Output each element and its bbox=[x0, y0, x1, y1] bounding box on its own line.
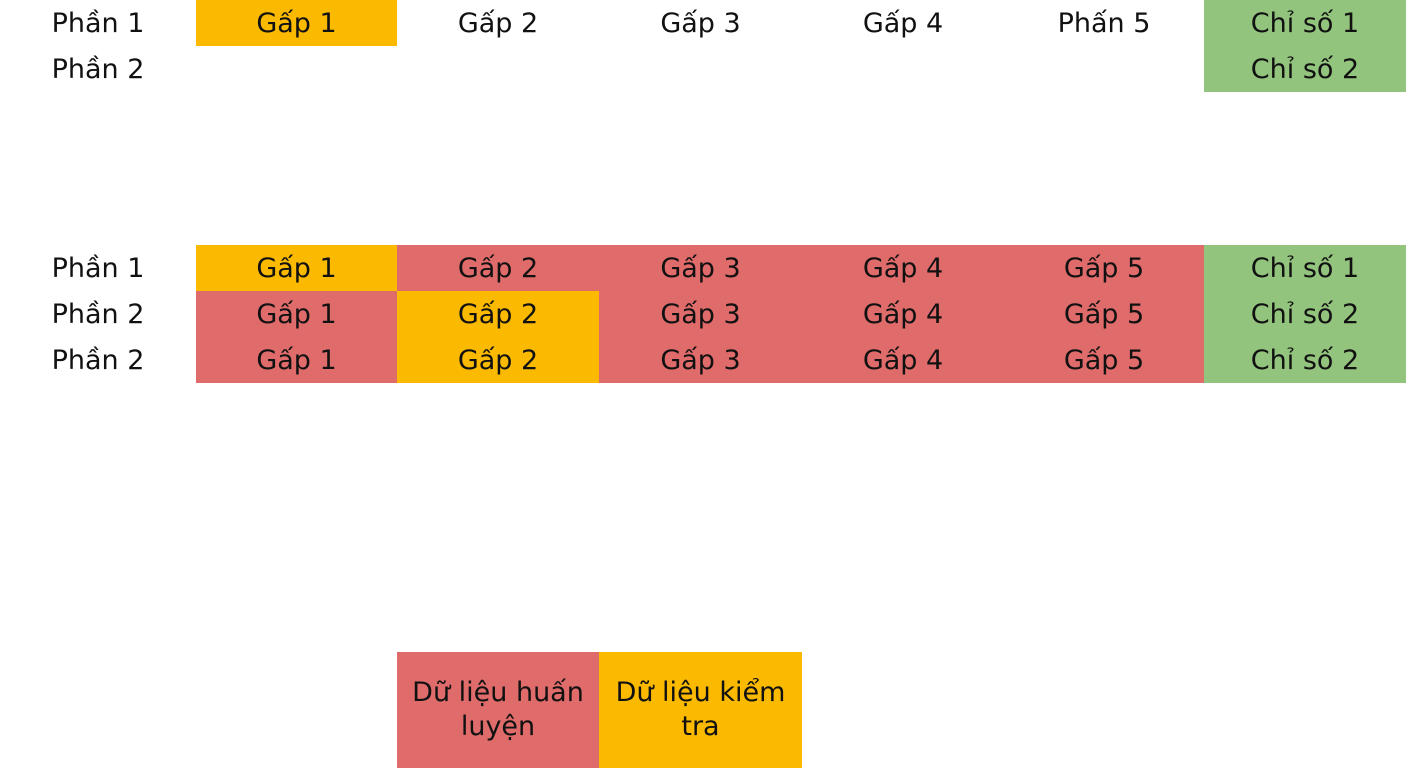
bottom-fold-cell: Gấp 2 bbox=[397, 245, 599, 291]
top-fold-cell: Gấp 3 bbox=[599, 0, 802, 46]
bottom-fold-cell: Gấp 5 bbox=[1004, 245, 1204, 291]
bottom-fold-cell: Chỉ số 2 bbox=[1204, 291, 1406, 337]
top-fold-cell bbox=[1004, 46, 1204, 92]
bottom-row-label: Phần 2 bbox=[51, 298, 145, 330]
top-fold-cell: Phấn 5 bbox=[1004, 0, 1204, 46]
top-fold-cell: Chỉ số 1 bbox=[1204, 0, 1406, 46]
bottom-fold-cell: Gấp 5 bbox=[1004, 337, 1204, 383]
top-row-label: Phần 1 bbox=[51, 7, 145, 39]
legend-test-data: Dữ liệu kiểm tra bbox=[599, 652, 802, 768]
bottom-fold-cell: Gấp 1 bbox=[196, 337, 397, 383]
top-fold-cell: Chỉ số 2 bbox=[1204, 46, 1406, 92]
bottom-row-label: Phần 1 bbox=[51, 252, 145, 284]
legend-test-data-label: Dữ liệu kiểm tra bbox=[615, 677, 786, 742]
legend-training-data: Dữ liệu huấn luyện bbox=[397, 652, 599, 768]
top-fold-cell: Gấp 1 bbox=[196, 0, 397, 46]
bottom-fold-cell: Chỉ số 2 bbox=[1204, 337, 1406, 383]
bottom-row-label: Phần 2 bbox=[51, 344, 145, 376]
bottom-fold-cell: Gấp 2 bbox=[397, 337, 599, 383]
bottom-fold-cell: Gấp 1 bbox=[196, 245, 397, 291]
top-fold-cell bbox=[196, 46, 397, 92]
bottom-fold-cell: Gấp 3 bbox=[599, 291, 802, 337]
bottom-fold-cell: Gấp 5 bbox=[1004, 291, 1204, 337]
legend-training-data-label: Dữ liệu huấn luyện bbox=[412, 677, 584, 742]
top-fold-cell bbox=[397, 46, 599, 92]
bottom-fold-cell: Gấp 2 bbox=[397, 291, 599, 337]
bottom-fold-cell: Gấp 3 bbox=[599, 245, 802, 291]
bottom-fold-cell: Chỉ số 1 bbox=[1204, 245, 1406, 291]
bottom-fold-cell: Gấp 1 bbox=[196, 291, 397, 337]
top-row-label: Phần 2 bbox=[51, 53, 145, 85]
top-fold-cell bbox=[802, 46, 1004, 92]
top-fold-cell: Gấp 4 bbox=[802, 0, 1004, 46]
bottom-fold-cell: Gấp 4 bbox=[802, 337, 1004, 383]
top-fold-cell: Gấp 2 bbox=[397, 0, 599, 46]
top-fold-cell bbox=[599, 46, 802, 92]
bottom-fold-cell: Gấp 4 bbox=[802, 291, 1004, 337]
bottom-fold-cell: Gấp 3 bbox=[599, 337, 802, 383]
bottom-fold-cell: Gấp 4 bbox=[802, 245, 1004, 291]
